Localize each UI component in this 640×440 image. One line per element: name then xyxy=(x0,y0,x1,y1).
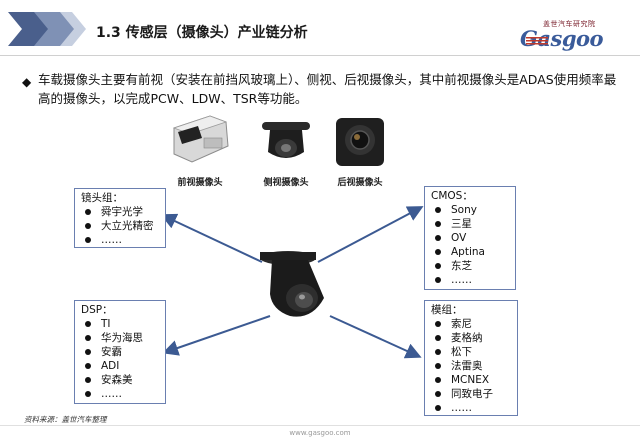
list-item: 华为海思 xyxy=(81,331,159,345)
list-item: 安森美 xyxy=(81,373,159,387)
list-item: OV xyxy=(431,231,509,245)
diamond-bullet-icon: ◆ xyxy=(22,75,32,89)
chevron-arrows-icon xyxy=(8,12,86,46)
list-item: MCNEX xyxy=(431,373,511,387)
dsp-box-header: DSP： xyxy=(81,304,113,316)
list-item: 舜宇光学 xyxy=(81,205,159,219)
side-camera-image xyxy=(262,122,310,158)
header-divider xyxy=(0,55,640,56)
front-camera-image xyxy=(172,115,229,163)
arrow-to-dsp xyxy=(162,315,271,356)
list-item: 索尼 xyxy=(431,317,511,331)
list-item: …… xyxy=(431,401,511,415)
list-item: Sony xyxy=(431,203,509,217)
intro-bullet: ◆ 车载摄像头主要有前视（安装在前挡风玻璃上）、侧视、后视摄像头，其中前视摄像头… xyxy=(22,70,622,108)
rear-camera-image xyxy=(336,118,384,166)
footer-divider xyxy=(0,425,640,426)
list-item: 东芝 xyxy=(431,259,509,273)
module-supplier-box: 模组： 索尼 麦格纳 松下 法雷奥 MCNEX 同致电子 …… xyxy=(424,300,518,416)
logo-stripes-icon xyxy=(526,37,548,45)
list-item: Aptina xyxy=(431,245,509,259)
list-item: 安霸 xyxy=(81,345,159,359)
header: 1.3 传感层（摄像头）产业链分析 盖世汽车研究院 Gasgoo xyxy=(0,0,640,58)
rear-camera-label: 后视摄像头 xyxy=(337,178,383,188)
footer-url: www.gasgoo.com xyxy=(289,429,351,437)
side-camera-label: 侧视摄像头 xyxy=(263,178,309,188)
center-camera-image xyxy=(260,251,324,317)
arrow-to-lens xyxy=(160,213,263,263)
list-item: 大立光精密 xyxy=(81,219,159,233)
list-item: TI xyxy=(81,317,159,331)
logo-subtitle: 盖世汽车研究院 xyxy=(543,20,596,28)
list-item: 法雷奥 xyxy=(431,359,511,373)
front-camera-label: 前视摄像头 xyxy=(177,178,223,188)
cmos-box-header: CMOS： xyxy=(431,190,473,202)
source-note: 资料来源：盖世汽车整理 xyxy=(24,415,107,424)
cmos-supplier-box: CMOS： Sony 三星 OV Aptina 东芝 …… xyxy=(424,186,516,290)
lens-supplier-box: 镜头组： 舜宇光学 大立光精密 …… xyxy=(74,188,166,248)
lens-box-header: 镜头组： xyxy=(81,192,123,204)
arrow-to-module xyxy=(329,315,422,359)
list-item: 麦格纳 xyxy=(431,331,511,345)
intro-text: 车载摄像头主要有前视（安装在前挡风玻璃上）、侧视、后视摄像头，其中前视摄像头是A… xyxy=(38,72,617,106)
module-box-header: 模组： xyxy=(431,304,463,316)
dsp-supplier-box: DSP： TI 华为海思 安霸 ADI 安森美 …… xyxy=(74,300,166,404)
page-title: 1.3 传感层（摄像头）产业链分析 xyxy=(96,25,308,41)
list-item: …… xyxy=(81,387,159,401)
list-item: 同致电子 xyxy=(431,387,511,401)
list-item: 三星 xyxy=(431,217,509,231)
list-item: …… xyxy=(81,233,159,247)
list-item: …… xyxy=(431,273,509,287)
list-item: ADI xyxy=(81,359,159,373)
list-item: 松下 xyxy=(431,345,511,359)
